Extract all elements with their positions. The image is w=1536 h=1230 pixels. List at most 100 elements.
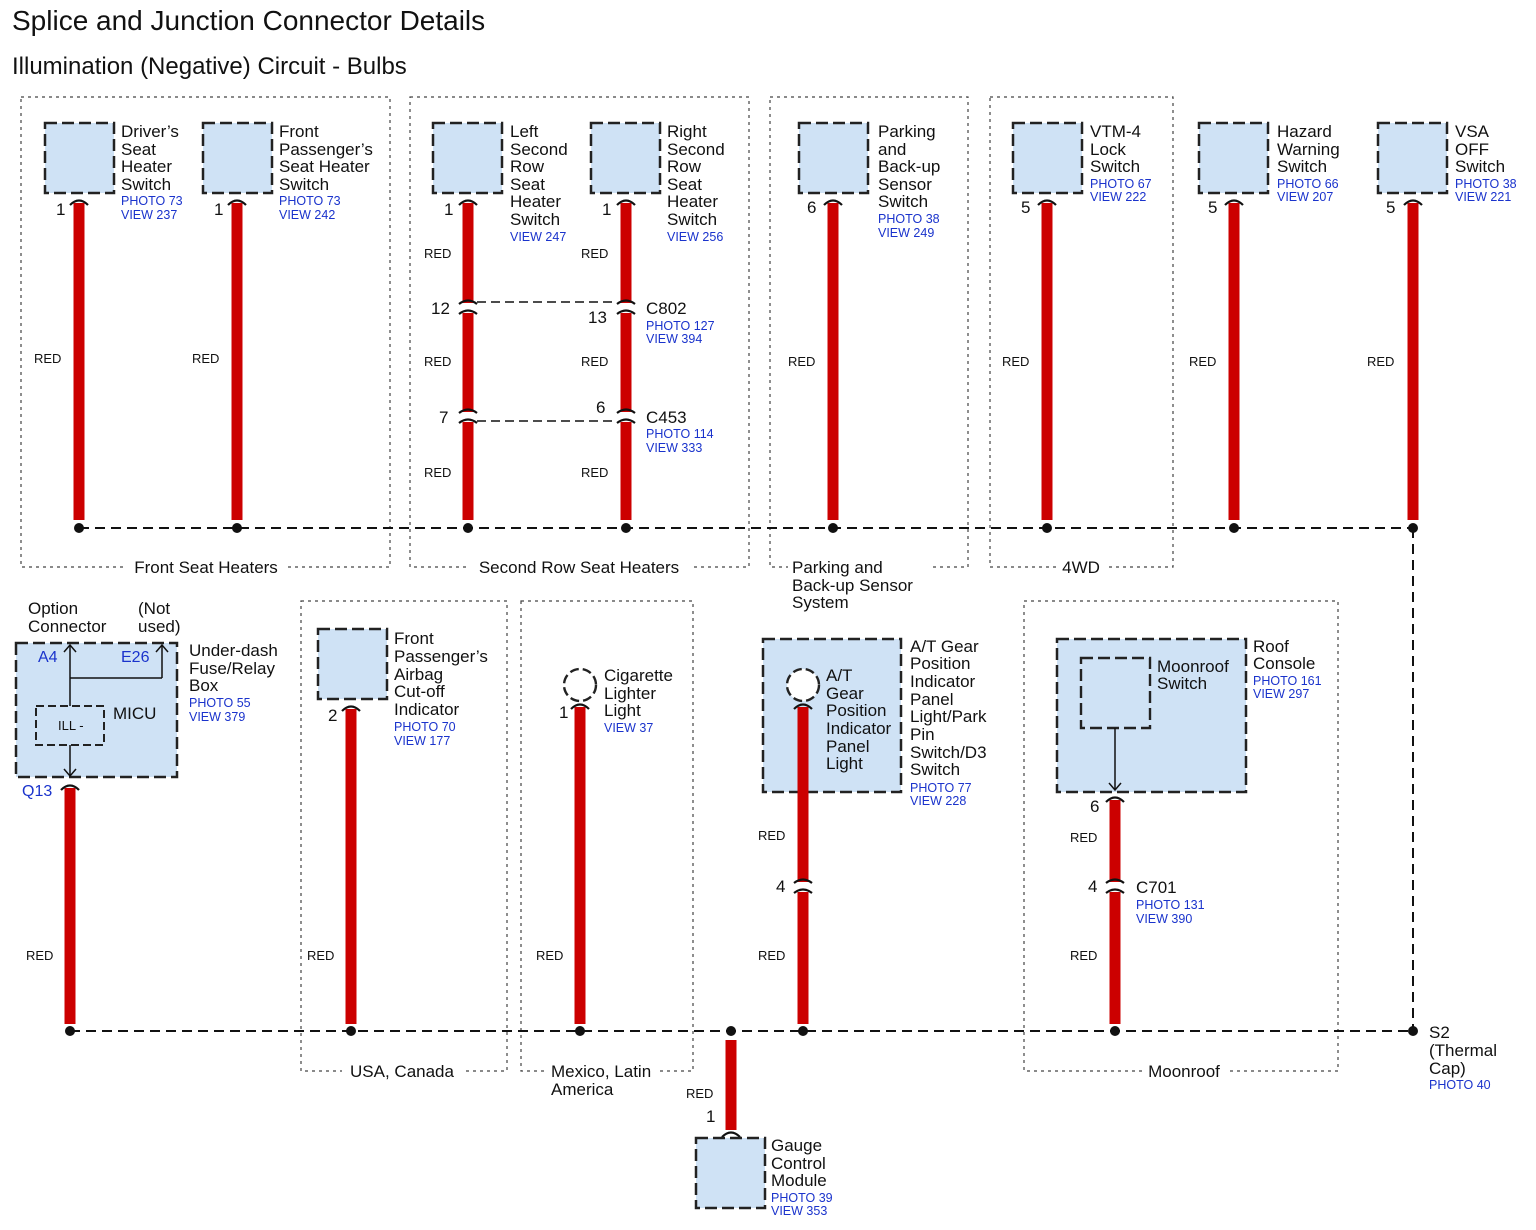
svg-text:PHOTO 70: PHOTO 70	[394, 720, 456, 734]
group-parking	[769, 96, 969, 568]
svg-text:VSA: VSA	[1455, 122, 1490, 141]
connector-c802: 12 13 C802 PHOTO 127 VIEW 394	[431, 299, 715, 346]
svg-text:RED: RED	[1070, 830, 1097, 845]
svg-text:Switch: Switch	[910, 760, 960, 779]
svg-text:Panel: Panel	[826, 737, 869, 756]
splice-s2: S2 (Thermal Cap) PHOTO 40	[1408, 1023, 1497, 1092]
svg-text:VIEW 247: VIEW 247	[510, 230, 566, 244]
svg-text:5: 5	[1386, 198, 1395, 217]
svg-text:Right: Right	[667, 122, 707, 141]
svg-text:1: 1	[56, 200, 65, 219]
svg-text:RED: RED	[758, 828, 785, 843]
svg-text:PHOTO 131: PHOTO 131	[1136, 898, 1205, 912]
svg-text:Connector: Connector	[28, 617, 107, 636]
svg-text:Roof: Roof	[1253, 637, 1289, 656]
svg-text:Light/Park: Light/Park	[910, 707, 987, 726]
svg-text:Switch: Switch	[510, 210, 560, 229]
svg-text:2: 2	[328, 706, 337, 725]
svg-text:Module: Module	[771, 1171, 827, 1190]
svg-text:PHOTO 39: PHOTO 39	[771, 1191, 833, 1205]
svg-text:VIEW 394: VIEW 394	[646, 332, 702, 346]
svg-text:Row: Row	[510, 157, 545, 176]
svg-text:Airbag: Airbag	[394, 665, 443, 684]
svg-text:RED: RED	[788, 354, 815, 369]
right-second-row-seat-heater-switch: Right Second Row Seat Heater Switch VIEW…	[581, 121, 725, 533]
svg-text:C453: C453	[646, 408, 687, 427]
svg-text:VIEW 37: VIEW 37	[604, 721, 653, 735]
page-title: Splice and Junction Connector Details	[12, 5, 485, 36]
svg-text:PHOTO 77: PHOTO 77	[910, 781, 972, 795]
svg-text:PHOTO 73: PHOTO 73	[279, 194, 341, 208]
svg-text:VIEW 353: VIEW 353	[771, 1204, 827, 1218]
svg-text:Warning: Warning	[1277, 140, 1340, 159]
svg-text:Sensor: Sensor	[878, 175, 932, 194]
svg-text:PHOTO 73: PHOTO 73	[121, 194, 183, 208]
vtm4-lock-switch: VTM-4 Lock Switch PHOTO 67 VIEW 222 5 RE…	[1002, 121, 1152, 533]
svg-text:Panel: Panel	[910, 690, 953, 709]
svg-text:VIEW 249: VIEW 249	[878, 226, 934, 240]
label-front-seat-heaters: Front Seat Heaters	[134, 558, 278, 577]
svg-text:Pin: Pin	[910, 725, 935, 744]
svg-text:RED: RED	[192, 351, 219, 366]
airbag-cutoff-indicator: Front Passenger’s Airbag Cut-off Indicat…	[307, 627, 488, 1036]
svg-text:1: 1	[214, 200, 223, 219]
svg-text:PHOTO 127: PHOTO 127	[646, 319, 715, 333]
svg-text:12: 12	[431, 299, 450, 318]
svg-text:Switch: Switch	[1157, 674, 1207, 693]
svg-text:Switch: Switch	[279, 175, 329, 194]
group-second-row	[409, 96, 750, 568]
svg-text:Second: Second	[510, 140, 568, 159]
svg-text:Heater: Heater	[121, 157, 172, 176]
svg-text:5: 5	[1021, 198, 1030, 217]
svg-text:Indicator: Indicator	[826, 719, 892, 738]
svg-text:4: 4	[1088, 877, 1097, 896]
svg-text:Front: Front	[394, 629, 434, 648]
svg-text:RED: RED	[581, 354, 608, 369]
svg-text:VIEW 390: VIEW 390	[1136, 912, 1192, 926]
svg-text:Heater: Heater	[667, 192, 718, 211]
label-4wd: 4WD	[1062, 558, 1100, 577]
svg-text:RED: RED	[581, 246, 608, 261]
svg-text:RED: RED	[307, 948, 334, 963]
svg-text:Hazard: Hazard	[1277, 122, 1332, 141]
svg-text:RED: RED	[686, 1086, 713, 1101]
moonroof-switch-label: Moonroof	[1157, 657, 1229, 676]
svg-text:and: and	[878, 140, 906, 159]
svg-text:Seat Heater: Seat Heater	[279, 157, 370, 176]
svg-text:VIEW 333: VIEW 333	[646, 441, 702, 455]
page-subtitle: Illumination (Negative) Circuit - Bulbs	[12, 53, 407, 80]
svg-text:6: 6	[596, 398, 605, 417]
svg-text:PHOTO 38: PHOTO 38	[878, 212, 940, 226]
svg-text:RED: RED	[758, 948, 785, 963]
label-parking-3: System	[792, 593, 849, 612]
svg-text:Parking: Parking	[878, 122, 936, 141]
svg-text:C701: C701	[1136, 878, 1177, 897]
svg-text:A/T Gear: A/T Gear	[910, 637, 979, 656]
svg-text:1: 1	[559, 703, 568, 722]
left-second-row-seat-heater-switch: Left Second Row Seat Heater Switch VIEW …	[424, 121, 568, 533]
svg-text:VIEW 177: VIEW 177	[394, 734, 450, 748]
svg-text:VTM-4: VTM-4	[1090, 122, 1141, 141]
svg-text:1: 1	[444, 200, 453, 219]
roof-console: Moonroof Switch Roof Console PHOTO 161 V…	[1055, 637, 1322, 1036]
svg-text:RED: RED	[424, 246, 451, 261]
svg-text:Cap): Cap)	[1429, 1059, 1466, 1078]
svg-text:VIEW 207: VIEW 207	[1277, 190, 1333, 204]
svg-text:Second: Second	[667, 140, 725, 159]
svg-text:(Thermal: (Thermal	[1429, 1041, 1497, 1060]
svg-text:OFF: OFF	[1455, 140, 1489, 159]
svg-text:Under-dash: Under-dash	[189, 641, 278, 660]
svg-text:Position: Position	[910, 654, 970, 673]
svg-text:PHOTO 55: PHOTO 55	[189, 696, 251, 710]
label-mexico-2: America	[551, 1080, 614, 1099]
label-parking-1: Parking and	[792, 558, 883, 577]
svg-text:RED: RED	[1002, 354, 1029, 369]
svg-text:RED: RED	[581, 465, 608, 480]
svg-text:RED: RED	[536, 948, 563, 963]
svg-text:Position: Position	[826, 701, 886, 720]
svg-text:VIEW 256: VIEW 256	[667, 230, 723, 244]
svg-text:ILL -: ILL -	[58, 718, 84, 733]
svg-text:VIEW 297: VIEW 297	[1253, 687, 1309, 701]
